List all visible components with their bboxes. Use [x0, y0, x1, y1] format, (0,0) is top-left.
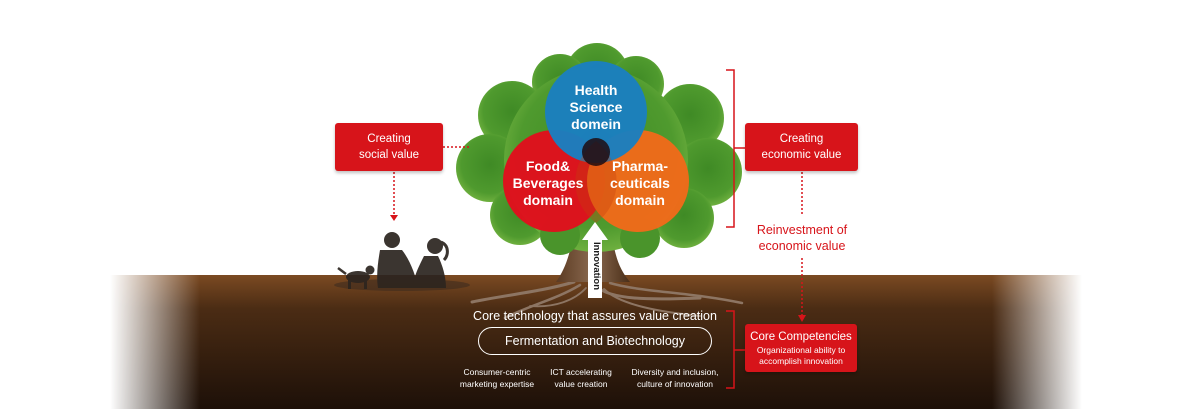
reinvestment-label: Reinvestment of economic value	[735, 222, 869, 254]
capability-diversity-line1: Diversity and inclusion,	[631, 367, 719, 377]
health-domain-circle	[545, 61, 647, 163]
creating-social-value-box: Creating social value	[335, 123, 443, 171]
economic-line1: Creating	[779, 133, 824, 145]
innovation-arrow	[582, 222, 608, 298]
economic-line2: economic value	[761, 149, 842, 161]
reinvest-line2: economic value	[758, 239, 846, 253]
core-competencies-title: Core Competencies	[750, 330, 852, 343]
pharma-line3: domain	[615, 192, 665, 208]
innovation-label: Innovation	[591, 241, 602, 291]
core-competencies-line2: accomplish innovation	[759, 355, 843, 366]
core-competencies-line1: Organizational ability to	[756, 344, 846, 355]
food-beverages-label: Food& Beverages domain	[500, 158, 596, 209]
dotted-connectors	[393, 146, 803, 315]
creating-economic-value-box: Creating economic value	[745, 123, 858, 171]
capability-marketing: Consumer-centric marketing expertise	[447, 366, 547, 390]
reinvest-line1: Reinvestment of	[756, 223, 848, 237]
food-line3: domain	[523, 192, 573, 208]
capability-diversity-line2: culture of innovation	[636, 379, 714, 389]
capability-diversity: Diversity and inclusion, culture of inno…	[620, 366, 730, 390]
health-line3: domein	[571, 116, 621, 132]
pharmaceuticals-label: Pharma- ceuticals domain	[592, 158, 688, 209]
core-competencies-box: Core Competencies Organizational ability…	[745, 324, 857, 372]
people-dog-silhouette	[334, 232, 470, 291]
health-line2: Science	[569, 99, 623, 115]
social-line2: social value	[358, 149, 420, 161]
red-brackets	[726, 69, 745, 389]
capability-ict-line1: ICT accelerating	[550, 367, 612, 377]
capability-ict: ICT accelerating value creation	[541, 366, 621, 390]
pharma-line1: Pharma-	[611, 158, 669, 174]
fermentation-biotech-pill: Fermentation and Biotechnology	[478, 327, 712, 355]
health-line1: Health	[574, 82, 618, 98]
capability-marketing-line1: Consumer-centric	[463, 367, 531, 377]
food-line2: Beverages	[512, 175, 584, 191]
pharma-line2: ceuticals	[610, 175, 670, 191]
core-technology-caption: Core technology that assures value creat…	[473, 309, 717, 323]
health-science-label: Health Science domein	[546, 82, 646, 133]
social-line1: Creating	[367, 133, 411, 145]
capability-ict-line2: value creation	[554, 379, 608, 389]
capability-marketing-line2: marketing expertise	[459, 379, 535, 389]
food-line1: Food&	[525, 158, 571, 174]
